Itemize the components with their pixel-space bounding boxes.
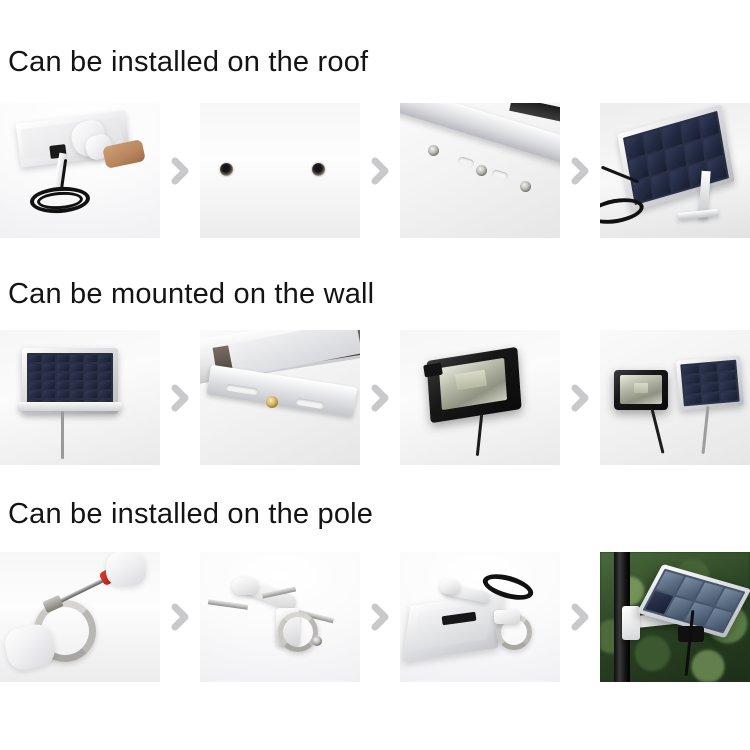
solar-panel <box>617 104 735 212</box>
photo-floodlight-on-wall <box>400 330 560 465</box>
chevron-right-icon <box>371 603 389 631</box>
step-arrow-wall-3 <box>560 330 600 465</box>
step-image-roof-2 <box>200 103 360 238</box>
chevron-right-icon <box>371 157 389 184</box>
photo-mounting-rail <box>400 103 560 238</box>
step-arrow-wall-2 <box>360 330 400 465</box>
pole-clamp <box>278 612 318 652</box>
step-row-wall <box>0 330 750 465</box>
step-arrow-pole-2 <box>360 552 400 682</box>
photo-panel-tilted <box>600 103 750 238</box>
step-arrow-roof-2 <box>360 103 400 238</box>
chevron-right-icon <box>371 384 389 411</box>
step-arrow-pole-3 <box>560 552 600 682</box>
bracket-blade-left <box>207 599 249 610</box>
anchor-hole-right <box>312 163 325 176</box>
photo-panel-with-parts <box>400 552 560 682</box>
photo-pole-bracket <box>200 552 360 682</box>
step-arrow-roof-3 <box>560 103 600 238</box>
photo-floodlight-and-panel <box>600 330 750 465</box>
brass-screw <box>266 396 278 408</box>
step-image-wall-1 <box>0 330 160 465</box>
chevron-right-icon <box>571 384 589 411</box>
rail-screw-1 <box>428 145 439 156</box>
step-image-wall-4 <box>600 330 750 465</box>
step-arrow-roof-1 <box>160 103 200 238</box>
clamp-screw <box>312 636 322 646</box>
step-arrow-pole-1 <box>160 552 200 682</box>
pole-bracket-clamp <box>622 606 640 640</box>
bracket-head <box>440 580 460 594</box>
rail-screw-2 <box>476 165 487 176</box>
chevron-right-icon <box>171 384 189 411</box>
photo-drilled-holes <box>200 103 360 238</box>
led-chip <box>634 383 648 393</box>
step-row-pole <box>0 552 750 682</box>
chevron-right-icon <box>171 603 189 631</box>
step-image-pole-1 <box>0 552 160 682</box>
rail-screw-3 <box>520 181 531 192</box>
rail-slot-2 <box>491 168 509 182</box>
chevron-right-icon <box>171 157 189 184</box>
step-image-roof-3 <box>400 103 560 238</box>
photo-hand-panel-back <box>0 103 160 238</box>
step-image-wall-3 <box>400 330 560 465</box>
step-image-wall-2 <box>200 330 360 465</box>
photo-clamp-tighten <box>0 552 160 682</box>
step-image-roof-1 <box>0 103 160 238</box>
step-row-roof <box>0 103 750 238</box>
chevron-right-icon <box>571 603 589 631</box>
step-image-pole-2 <box>200 552 360 682</box>
step-image-roof-4 <box>600 103 750 238</box>
section-heading-pole: Can be installed on the pole <box>8 498 374 530</box>
bracket-head <box>232 578 258 595</box>
section-heading-roof: Can be installed on the roof <box>8 46 369 78</box>
anchor-hole-left <box>220 163 233 176</box>
photo-bracket-underside <box>200 330 360 465</box>
glove-upper <box>106 552 146 586</box>
chevron-right-icon <box>571 157 589 184</box>
section-heading-wall: Can be mounted on the wall <box>8 278 375 310</box>
solar-panel <box>675 355 745 411</box>
step-image-pole-3 <box>400 552 560 682</box>
step-image-pole-4 <box>600 552 750 682</box>
photo-panel-on-wall <box>0 330 160 465</box>
photo-pole-outdoor <box>600 552 750 682</box>
rail-slot-1 <box>457 155 475 169</box>
step-arrow-wall-1 <box>160 330 200 465</box>
clamp-holder <box>494 610 520 624</box>
